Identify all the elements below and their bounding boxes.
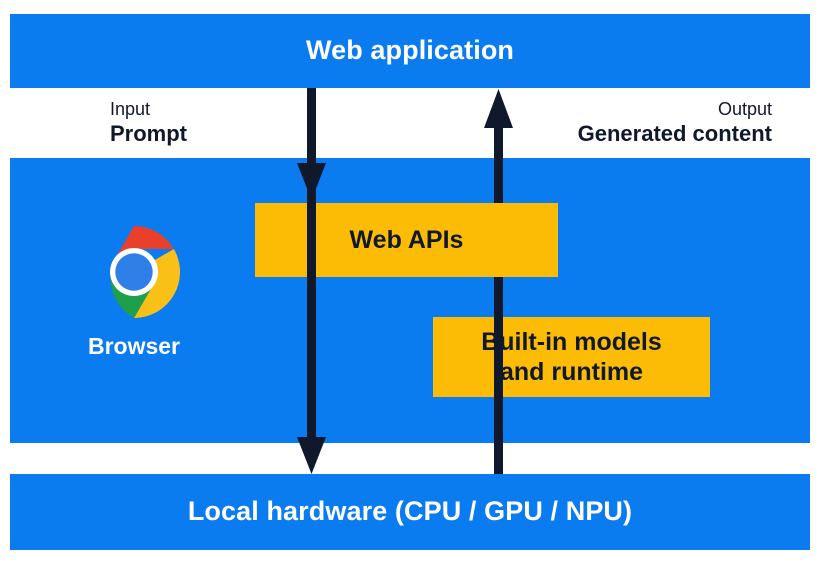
flow-label-output-kind: Output — [717, 99, 772, 119]
flow-label-output: Output Generated content — [578, 99, 772, 148]
flow-label-input-kind: Input — [110, 99, 151, 119]
box-builtin-models-label: Built-in models and runtime — [481, 327, 662, 387]
flow-label-input-value: Prompt — [110, 120, 187, 146]
box-builtin-models: Built-in models and runtime — [433, 317, 710, 397]
band-local-hardware: Local hardware (CPU / GPU / NPU) — [10, 474, 810, 550]
band-browser: Browser — [10, 158, 810, 443]
band-web-application: Web application — [10, 14, 810, 88]
band-web-application-label: Web application — [305, 35, 515, 66]
box-web-apis-label: Web APIs — [349, 225, 464, 254]
browser-block: Browser — [72, 224, 196, 359]
chrome-logo-icon — [110, 225, 181, 319]
band-local-hardware-label: Local hardware (CPU / GPU / NPU) — [187, 496, 633, 527]
box-web-apis: Web APIs — [255, 203, 558, 277]
flow-label-input: Input Prompt — [110, 99, 187, 148]
browser-label: Browser — [87, 333, 181, 359]
flow-label-output-value: Generated content — [577, 120, 772, 146]
